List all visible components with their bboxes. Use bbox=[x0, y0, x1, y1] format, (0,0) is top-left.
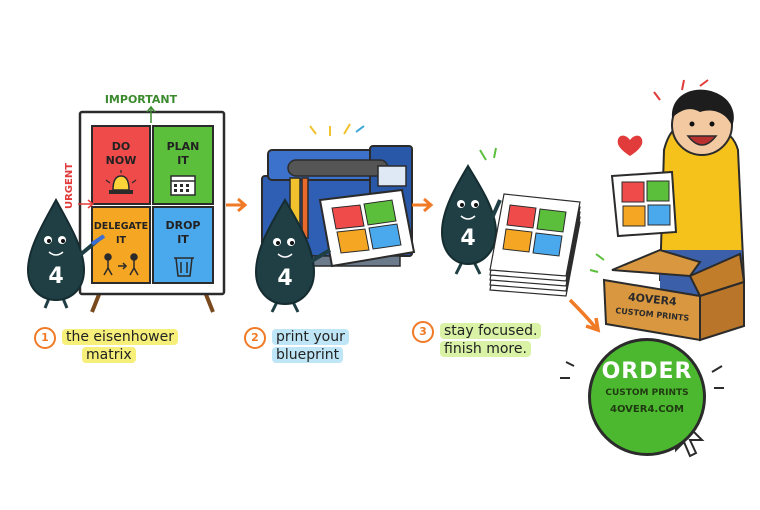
step-caption-2-line2: blueprint bbox=[272, 347, 344, 363]
quadrant-label-it-2: IT bbox=[116, 235, 127, 246]
mascot-drop-3: 4 bbox=[440, 147, 502, 275]
trash-icon bbox=[174, 257, 194, 277]
step-number-1: 1 bbox=[34, 327, 56, 349]
mascot-drop-2: 4 bbox=[254, 198, 332, 313]
order-sparks bbox=[560, 361, 724, 389]
step-caption-1-line1: the eisenhower bbox=[62, 329, 178, 345]
quadrant-label-plan: PLAN bbox=[167, 140, 200, 153]
quadrant-label-delegate: DELEGATE bbox=[94, 221, 148, 232]
box-brand: 4OVER4 bbox=[627, 291, 677, 309]
axis-label-urgent: URGENT bbox=[64, 163, 75, 209]
quadrant-label-now: NOW bbox=[106, 154, 137, 167]
step-number-3: 3 bbox=[412, 321, 434, 343]
step-caption-1-line2: matrix bbox=[82, 347, 136, 363]
order-button[interactable]: ORDER CUSTOM PRINTS 4OVER4.COM bbox=[588, 338, 706, 456]
step-caption-2: print your blueprint bbox=[272, 328, 349, 364]
quadrant-label-it-3: IT bbox=[177, 233, 189, 246]
mascot-number-2: 4 bbox=[277, 266, 292, 291]
step-caption-3-line2: finish more. bbox=[440, 341, 531, 357]
quadrant-drop-it bbox=[152, 206, 214, 284]
siren-icon bbox=[105, 170, 137, 194]
flow-arrow-3 bbox=[568, 298, 601, 333]
step-caption-3-line1: stay focused. bbox=[440, 323, 542, 339]
quadrant-delegate-it bbox=[91, 206, 151, 284]
mascot-drop-1: 4 bbox=[26, 197, 106, 309]
step-number-2: 2 bbox=[244, 327, 266, 349]
axis-label-important: IMPORTANT bbox=[105, 93, 178, 106]
mascot-number-1: 4 bbox=[48, 264, 63, 289]
order-url[interactable]: 4OVER4.COM bbox=[609, 404, 684, 415]
matrix-board: DO NOW PLAN IT DELEGATE IT DROP IT bbox=[64, 93, 226, 313]
heart-icon bbox=[617, 135, 643, 156]
shipping-box: 4OVER4 CUSTOM PRINTS bbox=[589, 248, 746, 342]
held-print bbox=[610, 170, 678, 238]
step-caption-3: stay focused. finish more. bbox=[440, 322, 542, 358]
mascot-number-3: 4 bbox=[460, 226, 475, 251]
quadrant-label-do: DO bbox=[112, 140, 130, 153]
step-caption-1: the eisenhower matrix bbox=[62, 328, 178, 364]
step-caption-2-line1: print your bbox=[272, 329, 349, 345]
excitement-marks bbox=[653, 79, 709, 101]
order-subtitle: CUSTOM PRINTS bbox=[605, 388, 689, 398]
flow-arrow-1 bbox=[226, 197, 248, 213]
calendar-icon bbox=[170, 175, 196, 196]
quadrant-label-drop: DROP bbox=[165, 219, 200, 232]
order-title: ORDER bbox=[601, 359, 693, 384]
print-stack bbox=[489, 193, 581, 297]
flow-arrow-2 bbox=[412, 197, 434, 213]
handoff-icon bbox=[103, 253, 139, 276]
printed-sheet bbox=[318, 188, 416, 268]
quadrant-label-it-1: IT bbox=[177, 154, 189, 167]
